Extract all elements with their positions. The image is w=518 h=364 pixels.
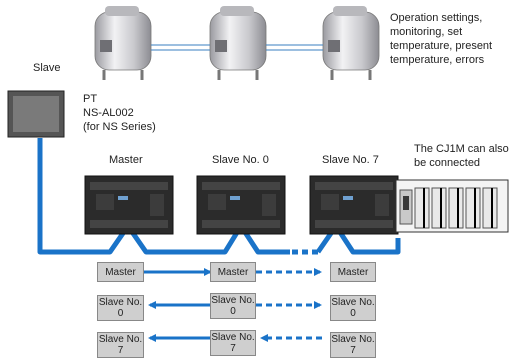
pt-model: NS-AL002 xyxy=(83,107,134,119)
ops-line-1: Operation settings, xyxy=(390,12,483,24)
box-row2-mid: Slave No. 0 xyxy=(210,293,256,319)
ops-line-2: monitoring, set xyxy=(390,26,463,38)
slave7-heading: Slave No. 7 xyxy=(322,154,379,166)
pt-series: (for NS Series) xyxy=(83,121,156,133)
master-heading: Master xyxy=(109,154,143,166)
cj1m-rack xyxy=(395,179,509,233)
slave0-heading: Slave No. 0 xyxy=(212,154,269,166)
box-row1-right: Master xyxy=(330,262,376,282)
slave-label: Slave xyxy=(33,62,61,74)
ops-line-3: temperature, present xyxy=(390,40,493,52)
box-row3-left: Slave No. 7 xyxy=(97,332,144,358)
cj1m-note-line-1: The CJ1M can also xyxy=(414,143,509,155)
box-row3-mid: Slave No. 7 xyxy=(210,330,256,356)
pt-panel xyxy=(7,90,65,138)
controller-slave0 xyxy=(196,175,286,235)
link-arrows xyxy=(144,268,322,342)
tank-2 xyxy=(209,6,267,80)
ops-line-4: temperature, errors xyxy=(390,54,485,66)
cj1m-note-line-2: be connected xyxy=(414,157,481,169)
box-row2-right: Slave No. 0 xyxy=(330,295,376,321)
box-row1-mid: Master xyxy=(210,262,256,282)
box-row3-right: Slave No. 7 xyxy=(330,332,376,358)
controller-slave7 xyxy=(309,175,399,235)
tank-links xyxy=(151,44,323,51)
controller-master xyxy=(84,175,174,235)
network-bus xyxy=(37,138,401,255)
tank-3 xyxy=(322,6,380,80)
tank-1 xyxy=(94,6,152,80)
pt-label: PT xyxy=(83,93,98,105)
box-row1-left: Master xyxy=(97,262,144,282)
box-row2-left: Slave No. 0 xyxy=(97,295,144,321)
